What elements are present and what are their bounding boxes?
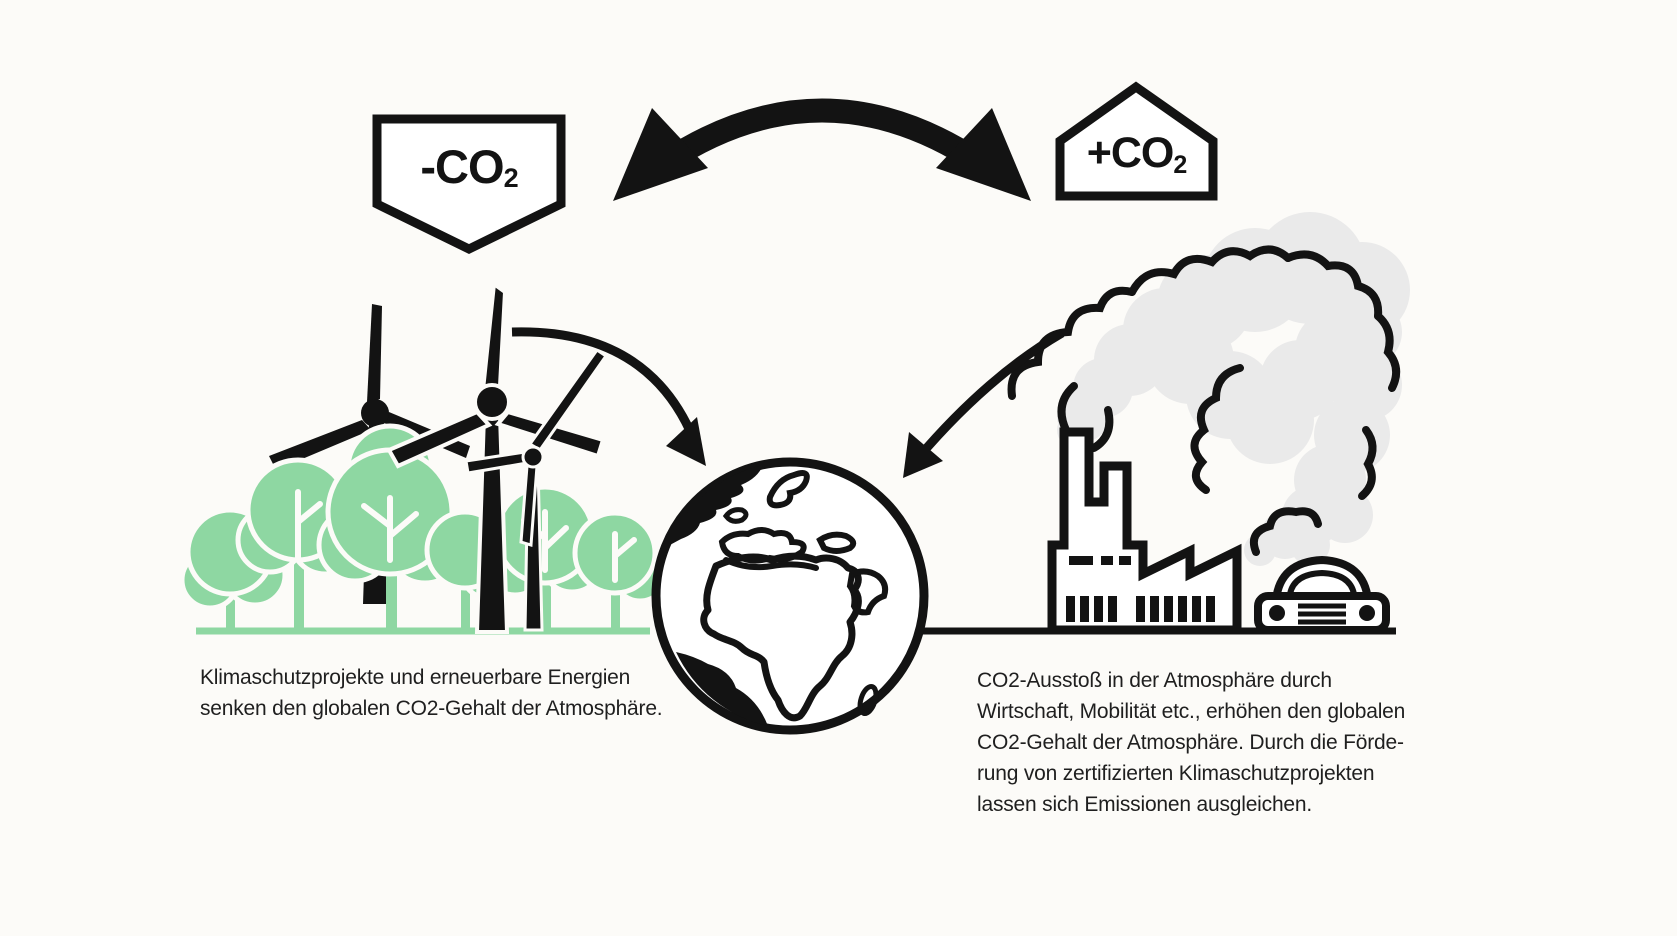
car-icon	[1254, 555, 1390, 634]
caption-right-line4: rung von zertifizierten Klimaschutzproje…	[977, 762, 1375, 785]
island-madagascar	[857, 684, 879, 716]
minus-co2-badge	[372, 114, 566, 255]
caption-right-line1: CO2-Ausstoß in der Atmosphäre durch	[977, 669, 1332, 692]
smoke-cloud-icon	[1007, 212, 1410, 566]
continent-arabia	[846, 568, 889, 616]
continent-africa	[700, 552, 862, 722]
right-curved-arrow-icon	[903, 329, 1065, 478]
caption-right: CO2-Ausstoß in der Atmosphäre durch Wirt…	[977, 665, 1457, 820]
continent-southamerica	[676, 652, 768, 726]
caption-left-line1: Klimaschutzprojekte und erneuerbare Ener…	[200, 666, 631, 689]
plus-co2-badge	[1055, 81, 1218, 201]
left-curved-arrow-icon	[511, 327, 706, 466]
plus-co2-subscript: 2	[1173, 150, 1187, 179]
caption-left: Klimaschutzprojekte und erneuerbare Ener…	[200, 662, 720, 724]
caption-right-line2: Wirtschaft, Mobilität etc., erhöhen den …	[977, 700, 1406, 723]
globe-icon	[651, 457, 929, 735]
factory-icon	[1047, 427, 1242, 635]
exchange-arrow-icon	[613, 98, 1031, 201]
trees-icon	[179, 423, 669, 632]
caption-left-line2: senken den globalen CO2-Gehalt der Atmos…	[200, 697, 663, 720]
wind-turbine-icon	[464, 347, 609, 632]
caption-right-line3: CO2-Gehalt der Atmosphäre. Durch die För…	[977, 731, 1404, 754]
plus-co2-text: +CO	[1086, 128, 1175, 177]
caption-right-line5: lassen sich Emissionen ausgleichen.	[977, 793, 1313, 816]
minus-co2-text: -CO	[420, 139, 504, 193]
continent-europe	[718, 470, 857, 571]
continent-northamerica	[668, 465, 763, 546]
minus-co2-subscript: 2	[503, 162, 519, 193]
factory-windows	[1066, 556, 1215, 622]
